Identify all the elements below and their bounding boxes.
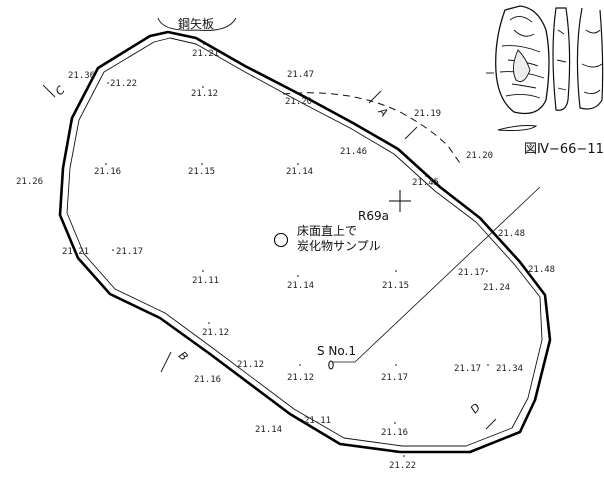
elevation-point: 21.46 <box>340 147 367 157</box>
elevation-point: 21.11 <box>192 270 219 286</box>
svg-text:21.14: 21.14 <box>255 425 282 435</box>
elevation-point: 21.16 <box>194 375 221 385</box>
svg-text:21.20: 21.20 <box>466 151 493 161</box>
elevation-point: 21.21 <box>192 43 219 59</box>
svg-text:21.16: 21.16 <box>194 375 221 385</box>
svg-text:21.36: 21.36 <box>68 71 95 81</box>
svg-text:21.48: 21.48 <box>498 229 525 239</box>
figure-caption: 図Ⅳ−66−11 <box>524 142 604 157</box>
svg-text:21.34: 21.34 <box>496 364 523 374</box>
elevation-point: 21.36 <box>68 71 95 81</box>
steel-plate-label: 鋼矢板 <box>178 17 214 31</box>
svg-text:21.26: 21.26 <box>16 177 43 187</box>
legend-line-2: 炭化物サンプル <box>297 239 381 253</box>
svg-text:21.21: 21.21 <box>62 247 89 257</box>
svg-text:21.17: 21.17 <box>458 268 485 278</box>
pit-outer-outline <box>58 30 552 454</box>
svg-text:21.20: 21.20 <box>285 97 312 107</box>
elevation-point: 21.20 <box>466 151 493 161</box>
svg-text:21.15: 21.15 <box>382 281 409 291</box>
elevation-point: 21.45 <box>412 175 439 188</box>
elevation-point: 21.12 <box>237 360 264 370</box>
grid-cross <box>389 190 411 212</box>
svg-text:21.12: 21.12 <box>237 360 264 370</box>
elevation-point: 21.21 <box>62 247 89 257</box>
section-a-marker: A <box>368 90 418 140</box>
svg-text:21.11: 21.11 <box>192 276 219 286</box>
svg-text:21.11: 21.11 <box>304 416 331 426</box>
section-label-a: A <box>375 104 390 119</box>
svg-text:21.46: 21.46 <box>340 147 367 157</box>
elevation-point: 21.20 <box>285 97 312 107</box>
pit-floor-outline <box>66 37 543 447</box>
elevation-point: 21.12 <box>287 364 314 383</box>
elevation-point: 21.15 <box>188 163 215 177</box>
section-label-c: C <box>53 83 68 98</box>
svg-text:21.19: 21.19 <box>414 109 441 119</box>
elevation-point: 21.17 <box>381 364 408 383</box>
elevation-point: 21.22 <box>389 455 416 471</box>
section-label-d: D <box>468 401 483 416</box>
elevation-point: 21.48 <box>528 265 555 275</box>
legend-line-1: 床面直上で <box>297 224 357 238</box>
sample-legend-marker <box>273 232 289 248</box>
svg-text:21.16: 21.16 <box>381 428 408 438</box>
elevation-point: 21.17 <box>112 247 143 257</box>
elevation-point: 21.17 <box>458 268 488 278</box>
section-label-b: B <box>176 349 191 364</box>
elevation-point: 21.47 <box>287 70 314 80</box>
sample-label: S No.1 <box>317 344 356 358</box>
svg-text:21.12: 21.12 <box>191 89 218 99</box>
svg-text:21.12: 21.12 <box>202 328 229 338</box>
svg-text:21.22: 21.22 <box>389 461 416 471</box>
svg-text:21.47: 21.47 <box>287 70 314 80</box>
elevation-point: 21.22 <box>107 79 137 89</box>
svg-text:21.17: 21.17 <box>116 247 143 257</box>
elevation-point: 21.14 <box>255 425 282 435</box>
sample-marker <box>328 360 334 370</box>
svg-text:21.17: 21.17 <box>381 373 408 383</box>
elevation-point: 21.15 <box>382 270 409 291</box>
elevation-point: 21.16 <box>94 163 121 177</box>
artifact-illustration <box>486 5 604 131</box>
svg-text:21.45: 21.45 <box>412 178 439 188</box>
svg-text:21.16: 21.16 <box>94 167 121 177</box>
elevation-point: 21.16 <box>381 422 408 438</box>
svg-text:21.22: 21.22 <box>110 79 137 89</box>
svg-text:21.21: 21.21 <box>192 49 219 59</box>
elevation-point: 21.17 <box>454 364 489 374</box>
elevation-point: 21.14 <box>287 275 314 291</box>
elevation-point: 21.26 <box>16 177 43 187</box>
svg-text:21.15: 21.15 <box>188 167 215 177</box>
leader-line <box>333 186 541 363</box>
steel-plate-arc <box>157 17 237 31</box>
svg-text:21.14: 21.14 <box>286 167 313 177</box>
elevation-point: 21.12 <box>202 322 229 338</box>
elevation-point: 21.19 <box>414 109 441 119</box>
grid-point-label: R69a <box>358 209 389 223</box>
elevation-point: 21.34 <box>496 364 523 374</box>
elevation-point: 21.14 <box>286 163 313 177</box>
section-c-marker: C <box>42 83 68 98</box>
elevation-point: 21.11 <box>301 416 331 426</box>
elevation-point: 21.12 <box>191 86 218 99</box>
elevation-point: 21.48 <box>498 229 525 239</box>
svg-text:21.17: 21.17 <box>454 364 481 374</box>
elevation-layer: 21.21 21.36 21.22 21.12 21.47 21.20 21.1… <box>16 43 555 471</box>
elevation-point: 21.24 <box>483 283 510 293</box>
svg-text:21.48: 21.48 <box>528 265 555 275</box>
section-b-marker: B <box>160 349 191 373</box>
section-d-marker: D <box>468 401 497 430</box>
svg-text:21.24: 21.24 <box>483 283 510 293</box>
svg-text:21.12: 21.12 <box>287 373 314 383</box>
svg-text:21.14: 21.14 <box>287 281 314 291</box>
